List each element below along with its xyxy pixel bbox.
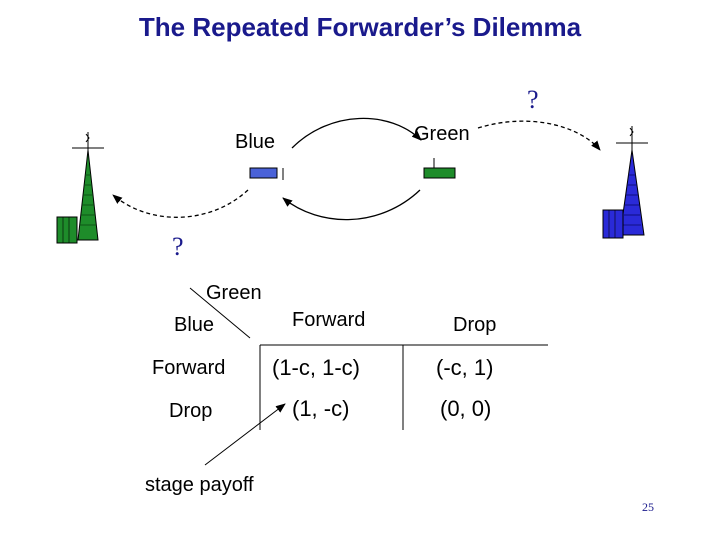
dashed-arrow-to-blue-tower bbox=[477, 120, 601, 151]
arrow-green-to-blue bbox=[282, 189, 421, 221]
page-number: 25 bbox=[642, 500, 654, 514]
cell-drop-forward: (1, -c) bbox=[292, 396, 350, 421]
col-header-drop: Drop bbox=[453, 314, 497, 336]
arrow-blue-to-green bbox=[291, 117, 422, 149]
green-node-label: Green bbox=[414, 123, 470, 145]
blue-node-label: Blue bbox=[235, 131, 276, 153]
stage-payoff-label: stage payoff bbox=[145, 474, 254, 496]
matrix-corner-diagonal bbox=[189, 287, 251, 339]
matrix-corner-blue: Blue bbox=[174, 314, 215, 336]
matrix-corner-green: Green bbox=[206, 282, 262, 304]
col-header-forward: Forward bbox=[292, 309, 366, 331]
cell-forward-drop: (-c, 1) bbox=[436, 355, 494, 380]
dashed-arrow-to-green-tower bbox=[112, 189, 249, 218]
antenna-tower-blue-icon bbox=[602, 126, 648, 239]
row-header-drop: Drop bbox=[169, 400, 213, 422]
row-header-forward: Forward bbox=[152, 357, 226, 379]
green-node-box bbox=[423, 167, 456, 179]
cell-forward-forward: (1-c, 1-c) bbox=[272, 355, 360, 380]
question-mark-right: ? bbox=[527, 85, 539, 114]
antenna-tower-green-icon bbox=[56, 132, 104, 244]
stage-payoff-arrow bbox=[204, 403, 286, 466]
cell-drop-drop: (0, 0) bbox=[440, 396, 492, 421]
question-mark-left: ? bbox=[172, 232, 184, 261]
slide-title: The Repeated Forwarder’s Dilemma bbox=[138, 12, 582, 42]
blue-node-box bbox=[249, 167, 278, 179]
